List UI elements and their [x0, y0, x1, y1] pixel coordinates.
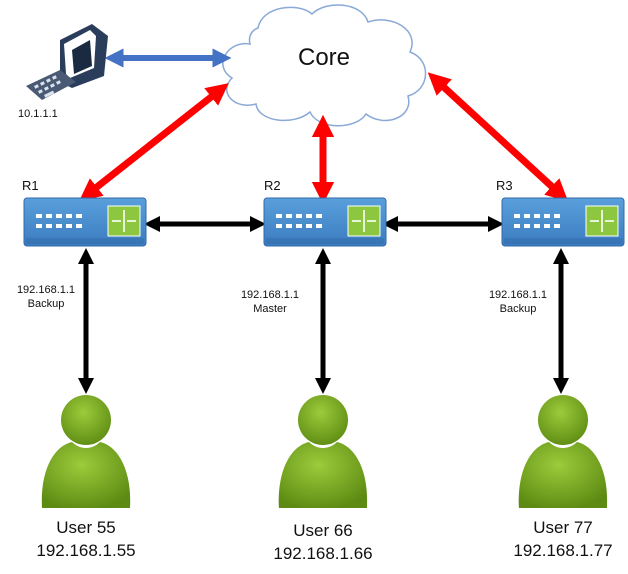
user-55-name: User 55	[56, 518, 116, 537]
user-66-name: User 66	[293, 521, 353, 540]
router-r3-name: R3	[496, 178, 513, 193]
user-55-label: User 55 192.168.1.55	[26, 516, 146, 562]
user-77-icon	[518, 395, 608, 508]
user-66-ip: 192.168.1.66	[273, 544, 373, 563]
link-core-r1	[79, 83, 229, 201]
user-77-label: User 77 192.168.1.77	[503, 516, 623, 562]
user-55-icon	[41, 395, 131, 508]
user-66-label: User 66 192.168.1.66	[263, 519, 383, 565]
router-r1-name: R1	[22, 178, 39, 193]
router-r1-vip-block: 192.168.1.1 Backup	[8, 283, 84, 311]
computer-icon	[26, 24, 108, 100]
router-r2-vip: 192.168.1.1	[240, 289, 300, 301]
router-r3-icon	[501, 197, 625, 247]
user-66-icon	[278, 395, 368, 508]
router-r1-role: Backup	[27, 298, 65, 310]
user-77-name: User 77	[533, 518, 593, 537]
router-r2-role: Master	[253, 303, 287, 315]
router-r2-vip-block: 192.168.1.1 Master	[232, 288, 308, 316]
core-label: Core	[298, 44, 351, 71]
user-55-ip: 192.168.1.55	[36, 541, 136, 560]
link-core-r3	[427, 72, 569, 202]
router-r3-vip: 192.168.1.1	[488, 289, 548, 301]
router-r3-vip-block: 192.168.1.1 Backup	[480, 288, 556, 316]
router-r1-vip: 192.168.1.1	[16, 284, 76, 296]
user-77-ip: 192.168.1.77	[513, 541, 613, 560]
router-r2-name: R2	[264, 178, 281, 193]
router-r2-icon	[263, 197, 387, 247]
router-r1-icon	[23, 197, 147, 247]
pc-ip-label: 10.1.1.1	[18, 108, 58, 120]
core-cloud-icon	[222, 4, 427, 127]
router-r3-role: Backup	[499, 303, 537, 315]
